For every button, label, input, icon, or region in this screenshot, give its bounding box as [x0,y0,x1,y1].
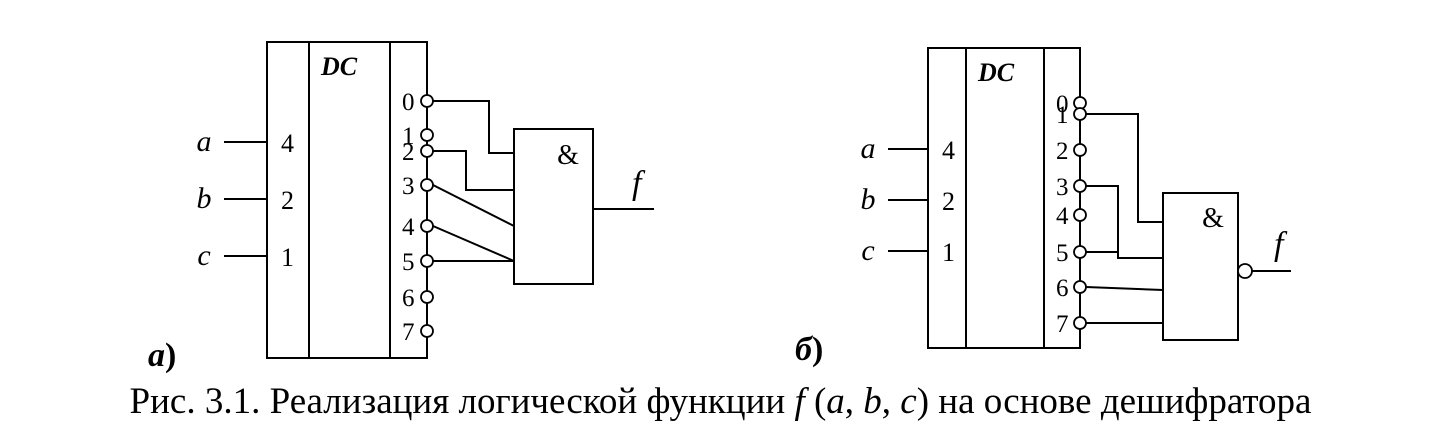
caption-prefix: Рис. 3.1. Реализация логической функции [129,381,795,422]
caption-var-c: c [900,381,917,422]
circuit-1-output-bubble-1 [420,128,434,142]
circuit-2-output-bubble-5 [1073,245,1087,259]
circuit-2-output-bubble-7 [1073,316,1087,330]
circuit-2-input-weight-a: 4 [942,136,955,165]
circuit-2-gate-output-bubble [1237,263,1253,279]
circuit-2-output-number-2: 2 [1056,138,1069,165]
caption-sep-2: , [881,381,901,422]
circuit-2-output-number-6: 6 [1056,275,1069,302]
circuit-1-wire-output-0 [433,100,514,154]
circuit-2-wire-output-6 [1085,286,1164,291]
circuit-1-part-label: а) [148,337,176,374]
circuit-2-decoder-label: DC [977,58,1015,87]
circuit-2-output-bubble-4 [1073,208,1087,222]
circuit-1-output-bubble-0 [420,94,434,108]
circuit-1-output-bubble-3 [420,178,434,192]
circuit-1-output-bubble-5 [420,254,434,268]
caption-suffix: ) на основе дешифратора [916,381,1312,422]
circuit-1-output-bubble-4 [420,219,434,233]
circuit-1-part-paren: ) [165,337,176,374]
circuit-2-output-bubble-2 [1073,143,1087,157]
caption-open: ( [804,381,827,422]
circuit-2-input-label-a: a [861,132,876,165]
circuit-2-output-bubble-1 [1073,107,1087,121]
circuit-1-output-number-0: 0 [402,89,415,116]
figure-caption: Рис. 3.1. Реализация логической функции … [0,380,1441,423]
circuit-2-output-bubble-3 [1073,179,1087,193]
circuit-1-wire-output-3 [432,184,515,227]
circuit-2-output-number-0: 0 [1056,91,1069,118]
caption-sep-1: , [844,381,864,422]
caption-var-a: a [826,381,845,422]
circuit-1-output-bubble-6 [420,290,434,304]
circuit-2-output-number-3: 3 [1056,174,1069,201]
circuit-2-gate-label: & [1202,203,1224,234]
circuit-1-and-gate [513,128,594,285]
circuit-1-output-bubble-7 [420,324,434,338]
circuit-1-output-bubble-2 [420,144,434,158]
circuit-1-part-letter: а [148,337,165,374]
circuit-1-output-number-4: 4 [402,214,415,241]
circuit-1-input-weight-a: 4 [281,129,294,158]
circuit-2-output-bubble-6 [1073,280,1087,294]
circuit-1-output-number-7: 7 [402,319,415,346]
circuit-2-wire-output-5 [1086,251,1163,259]
circuit-2-output-number-4: 4 [1056,203,1069,230]
circuit-2-decoder-box [927,47,1081,349]
circuit-1-input-weight-b: 2 [281,186,294,215]
circuit-1-output-number-2: 2 [402,139,415,166]
circuit-1-output-number-1: 1 [402,123,415,150]
caption-var-b: b [863,381,882,422]
circuit-1-wire-output-2 [433,150,514,191]
circuit-2-input-label-b: b [861,183,876,216]
circuit-1-output-label: f [632,165,646,202]
circuit-2-input-label-c: c [861,234,874,267]
circuit-1-output-number-3: 3 [402,173,415,200]
circuit-2-part-letter: б [795,331,814,368]
circuit-1-input-label-a: a [197,125,212,158]
circuit-2-input-weight-c: 1 [942,238,955,267]
circuit-2-output-number-7: 7 [1056,311,1069,338]
circuit-2-and-gate [1162,192,1239,341]
caption-func: f [794,381,805,422]
circuit-1-gate-label: & [557,140,579,171]
circuit-1-wire-output-4 [432,225,515,262]
circuit-1-input-label-c: c [197,239,210,272]
circuit-2-wire-output-1 [1086,113,1163,223]
circuit-2-part-paren: ) [812,331,823,368]
circuit-2-part-label: б) [795,331,823,368]
circuit-1-output-number-6: 6 [402,285,415,312]
circuit-1-input-label-b: b [197,182,212,215]
circuit-1-decoder-label: DC [320,52,358,81]
circuit-1-output-number-5: 5 [402,249,415,276]
circuit-2-output-number-5: 5 [1056,240,1069,267]
circuit-2-output-number-1: 1 [1056,102,1069,129]
circuit-2-output-label: f [1274,226,1288,263]
circuit-1-input-weight-c: 1 [281,243,294,272]
circuit-2-input-weight-b: 2 [942,187,955,216]
